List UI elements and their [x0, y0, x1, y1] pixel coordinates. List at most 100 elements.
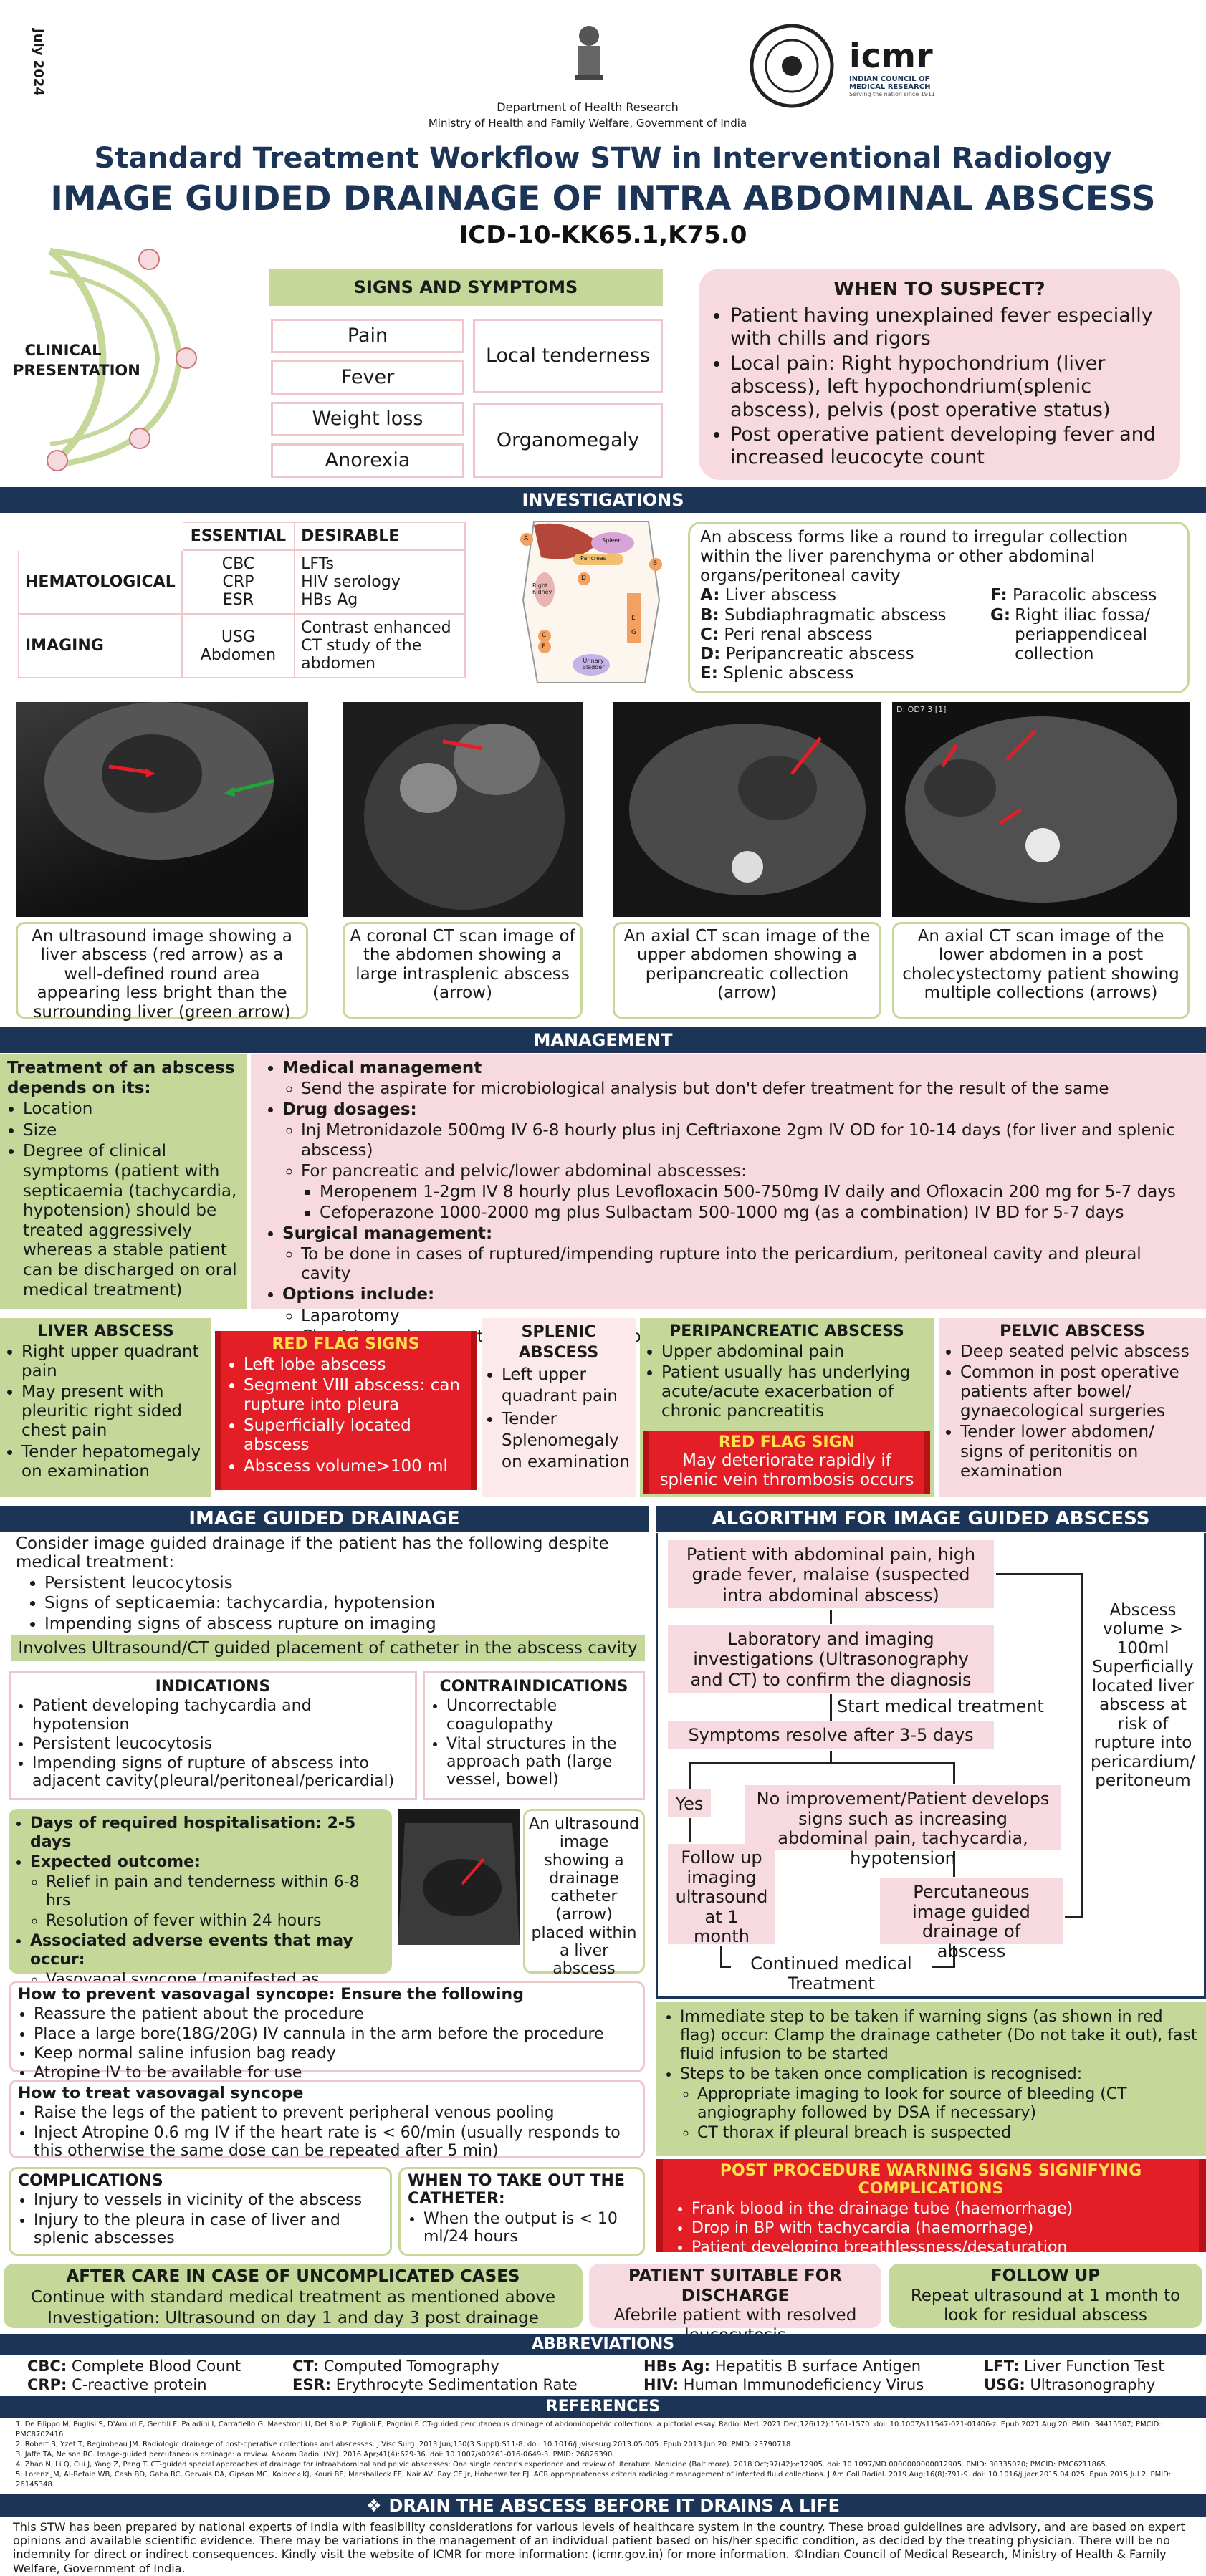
references-header: REFERENCES	[0, 2396, 1206, 2418]
drainage-us-image	[398, 1809, 520, 1945]
suspect-item: Patient having unexplained fever especia…	[730, 304, 1164, 351]
hema-essential: CBC CRP ESR	[181, 549, 296, 615]
drainage-us-caption: An ultrasound image showing a drainage c…	[523, 1809, 645, 1978]
ultrasound-image	[16, 702, 308, 917]
management-details: Medical management Send the aspirate for…	[251, 1054, 1206, 1346]
algo-arrow	[830, 1694, 832, 1723]
reference-item: 1. De Filippo M, Puglisi S, D'Amuri F, G…	[16, 2421, 1162, 2438]
diagram-label-spleen: Spleen	[602, 537, 622, 544]
diagram-label-bladder: Urinary Bladder	[582, 658, 605, 671]
dept-name: Department of Health Research	[497, 100, 679, 114]
algo-step-1: Patient with abdominal pain, high grade …	[668, 1540, 994, 1608]
imaging-desirable: Contrast enhanced CT study of the abdome…	[294, 613, 466, 678]
diagram-label-f: F	[542, 643, 546, 650]
algo-arrow	[1065, 1916, 1083, 1918]
sign-item: Fever	[271, 360, 464, 395]
peri-red-flag: RED FLAG SIGN May deteriorate rapidly if…	[643, 1431, 930, 1494]
igd-intro: Consider image guided drainage if the pa…	[16, 1534, 646, 1635]
abbr-item: HBs Ag: Hepatitis B surface Antigen	[643, 2358, 922, 2375]
diagram-label-b: B	[653, 560, 658, 567]
references-list: 1. De Filippo M, Puglisi S, D'Amuri F, G…	[16, 2420, 1198, 2490]
discharge-box: PATIENT SUITABLE FOR DISCHARGE Afebrile …	[589, 2264, 881, 2345]
algo-yes: Yes	[668, 1789, 711, 1817]
drop-icon: ❖	[365, 2496, 382, 2516]
igd-header: IMAGE GUIDED DRAINAGE	[0, 1506, 649, 1532]
sign-item: Organomegaly	[473, 403, 663, 478]
outcome-box: Days of required hospitalisation: 2-5 da…	[9, 1809, 392, 2026]
abscess-info-box: An abscess forms like a round to irregul…	[688, 522, 1190, 693]
when-to-suspect: WHEN TO SUSPECT? Patient having unexplai…	[699, 269, 1180, 480]
splenic-abscess-panel: SPLENIC ABSCESS Left upper quadrant pain…	[482, 1318, 636, 1497]
title-3: ICD-10-KK65.1,K75.0	[459, 221, 747, 249]
algorithm-header: ALGORITHM FOR IMAGE GUIDED ABSCESS DRAIN…	[656, 1506, 1206, 1555]
suspect-title: WHEN TO SUSPECT?	[833, 279, 1045, 300]
clinical-arcs	[43, 244, 215, 473]
algo-no-improvement: No improvement/Patient develops signs su…	[745, 1785, 1061, 1868]
investigation-table: ESSENTIAL DESIRABLE HEMATOLOGICAL CBC CR…	[18, 522, 466, 678]
algo-arrow	[689, 1762, 954, 1764]
ministry-name: Ministry of Health and Family Welfare, G…	[428, 117, 747, 130]
row-hematological: HEMATOLOGICAL	[18, 549, 183, 615]
abbr-item: USG: Ultrasonography	[984, 2376, 1156, 2394]
red-flag-signs: RED FLAG SIGNS Left lobe abscess Segment…	[215, 1331, 477, 1490]
abscess-type: F: Paracolic abscess	[990, 586, 1157, 605]
diagram-label-pancreas: Pancreas	[580, 555, 606, 562]
algo-arrow	[830, 1751, 832, 1764]
diagram-label-kidney: Right Kidney	[532, 582, 552, 595]
caption-ultrasound: An ultrasound image showing a liver absc…	[16, 922, 308, 1022]
abscess-type: E: Splenic abscess	[700, 663, 854, 683]
investigations-header: INVESTIGATIONS	[0, 487, 1206, 513]
algo-arrow	[689, 1818, 691, 1842]
coronal-ct-image	[343, 702, 583, 917]
algo-arrow	[953, 1946, 955, 1967]
suspect-item: Local pain: Right hypochondrium (liver a…	[730, 352, 1164, 422]
management-header: MANAGEMENT	[0, 1027, 1206, 1053]
reference-item: 4. Zhao N, Li Q, Cui J, Yang Z, Peng T. …	[16, 2461, 1108, 2469]
take-out-catheter-box: WHEN TO TAKE OUT THE CATHETER: When the …	[398, 2167, 645, 2256]
caption-axial-upper: An axial CT scan image of the upper abdo…	[613, 922, 881, 1019]
icmr-logo: icmr INDIAN COUNCIL OF MEDICAL RESEARCH …	[849, 37, 936, 97]
algo-side-criteria: Abscess volume > 100ml Superficially loc…	[1090, 1601, 1196, 1790]
hema-desirable: LFTs HIV serology HBs Ag	[294, 549, 466, 615]
liver-abscess-panel: LIVER ABSCESS Right upper quadrant pain …	[0, 1318, 211, 1497]
signs-right-col: Local tenderness Organomegaly	[473, 319, 663, 478]
diagram-label-g: G	[631, 629, 636, 636]
imaging-essential: USG Abdomen	[181, 613, 296, 678]
reference-item: 2. Robert B, Yzet T, Regimbeau JM. Radio…	[16, 2441, 793, 2448]
abdomen-diagram: Spleen Pancreas Right Kidney Urinary Bla…	[505, 514, 677, 686]
algo-step-2: Laboratory and imaging investigations (U…	[668, 1625, 994, 1693]
igd-involves: Involves Ultrasound/CT guided placement …	[11, 1635, 645, 1661]
diagram-label-e: E	[631, 615, 636, 622]
abbr-item: CBC: Complete Blood Count	[27, 2358, 241, 2375]
abbr-item: CT: Computed Tomography	[292, 2358, 499, 2375]
diagram-label-c: C	[542, 632, 547, 639]
abscess-type: G:Right iliac fossa/ periappendiceal col…	[990, 605, 1151, 663]
indications-box: INDICATIONS Patient developing tachycard…	[9, 1671, 417, 1800]
complications-box: COMPLICATIONS Injury to vessels in vicin…	[9, 2167, 392, 2256]
algo-resolve: Symptoms resolve after 3-5 days	[668, 1721, 994, 1749]
signs-title: SIGNS AND SYMPTOMS	[269, 269, 663, 306]
axial-ct-lower-image: D: OD7 3 [1]	[892, 702, 1190, 917]
algo-arrow	[689, 1762, 691, 1789]
caption-axial-lower: An axial CT scan image of the lower abdo…	[892, 922, 1190, 1019]
aftercare-box: AFTER CARE IN CASE OF UNCOMPLICATED CASE…	[4, 2264, 583, 2328]
algo-percutaneous: Percutaneous image guided drainage of ab…	[880, 1878, 1063, 1961]
col-desirable: DESIRABLE	[294, 522, 466, 551]
follow-up-box: FOLLOW UP Repeat ultrasound at 1 month t…	[889, 2264, 1202, 2328]
algo-arrow	[953, 1851, 955, 1877]
algo-arrow	[1081, 1573, 1083, 1917]
diagram-label-d: D	[581, 575, 586, 582]
algo-start: Start medical treatment	[837, 1696, 1044, 1716]
axial-ct-upper-image	[613, 702, 881, 917]
date-stamp: July 2024	[31, 29, 46, 96]
abbr-item: CRP: C-reactive protein	[27, 2376, 207, 2394]
title-2: IMAGE GUIDED DRAINAGE OF INTRA ABDOMINAL…	[50, 179, 1156, 218]
pelvic-abscess-panel: PELVIC ABSCESS Deep seated pelvic absces…	[939, 1318, 1206, 1497]
algo-arrow	[830, 1610, 832, 1624]
sign-item: Weight loss	[271, 402, 464, 436]
treatment-depends: Treatment of an abscess depends on its: …	[0, 1054, 247, 1309]
warning-signs-box: POST PROCEDURE WARNING SIGNS SIGNIFYING …	[656, 2159, 1206, 2274]
algorithm-border	[656, 1533, 1206, 1999]
abbreviations-header: ABBREVIATIONS	[0, 2334, 1206, 2355]
suspect-item: Post operative patient developing fever …	[730, 423, 1164, 470]
